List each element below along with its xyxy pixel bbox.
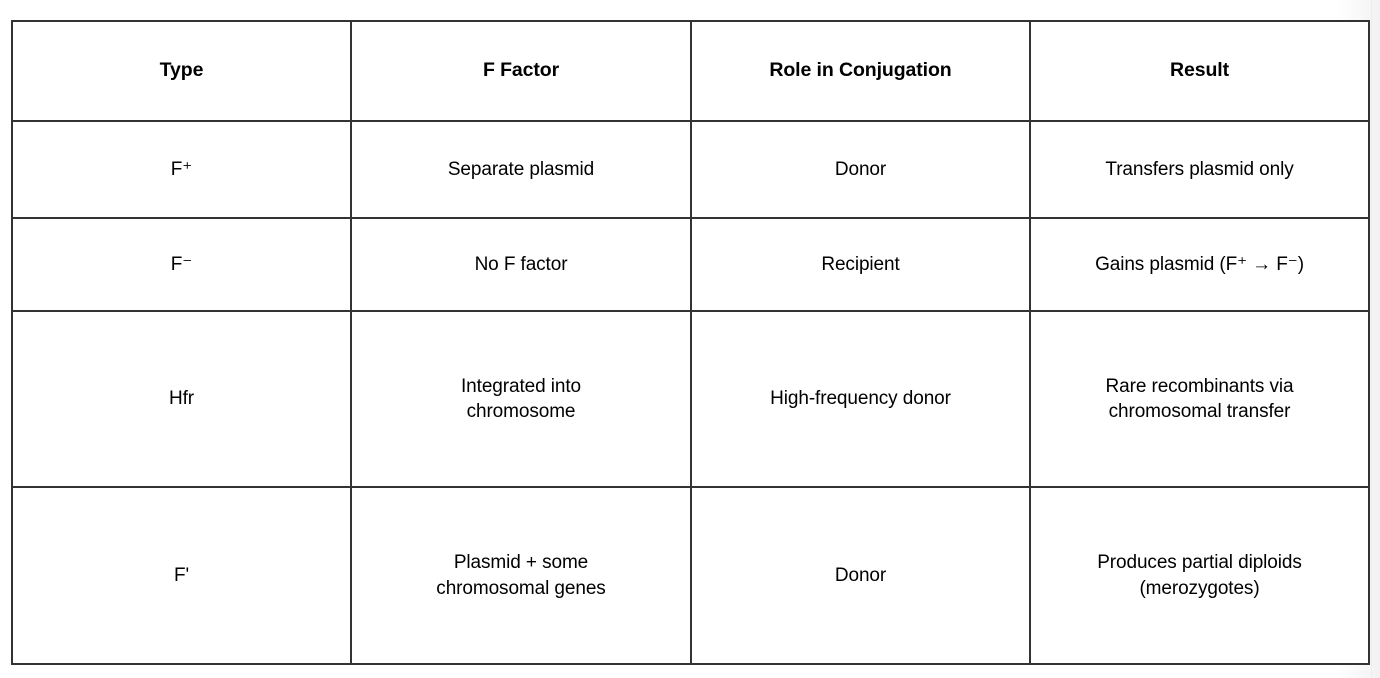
cell-f-factor: Plasmid + some chromosomal genes bbox=[350, 486, 692, 665]
cell-f-factor-value: Integrated into chromosome bbox=[461, 375, 581, 422]
cell-role: Donor bbox=[690, 486, 1031, 665]
cell-type: F⁺ bbox=[11, 120, 352, 219]
cell-f-factor-value: Separate plasmid bbox=[447, 158, 595, 180]
table-body: F⁺ Separate plasmid Donor Transfers plas… bbox=[11, 120, 1370, 665]
table-row: F⁻ No F factor Recipient Gains plasmid (… bbox=[11, 217, 1370, 312]
cell-f-factor: Separate plasmid bbox=[350, 120, 692, 219]
cell-result-value: Transfers plasmid only bbox=[1105, 158, 1294, 180]
cell-result-value: Produces partial diploids (merozygotes) bbox=[1097, 552, 1302, 599]
column-header-type-label: Type bbox=[159, 59, 204, 82]
table-row: Hfr Integrated into chromosome High-freq… bbox=[11, 310, 1370, 488]
cell-role-value: Donor bbox=[834, 158, 887, 180]
cell-result-value: Rare recombinants via chromosomal transf… bbox=[1105, 375, 1294, 422]
cell-role-value: Donor bbox=[834, 564, 887, 586]
cell-f-factor: No F factor bbox=[350, 217, 692, 312]
cell-type-value: F⁻ bbox=[170, 253, 193, 275]
table-header: Type F Factor Role in Conjugation Result bbox=[11, 20, 1370, 122]
cell-role-value: High-frequency donor bbox=[770, 388, 951, 410]
column-header-f-factor: F Factor bbox=[350, 20, 692, 122]
column-header-role-in-conjugation: Role in Conjugation bbox=[690, 20, 1031, 122]
page-edge-line bbox=[1371, 0, 1372, 678]
column-header-result-label: Result bbox=[1170, 59, 1229, 82]
cell-role-value: Recipient bbox=[821, 253, 900, 275]
column-header-type: Type bbox=[11, 20, 352, 122]
cell-f-factor-value: Plasmid + some chromosomal genes bbox=[436, 552, 606, 599]
cell-result-value: Gains plasmid (F⁺ → F⁻) bbox=[1095, 253, 1304, 275]
cell-type: F⁻ bbox=[11, 217, 352, 312]
cell-result: Produces partial diploids (merozygotes) bbox=[1029, 486, 1370, 665]
table-header-row: Type F Factor Role in Conjugation Result bbox=[11, 20, 1370, 122]
cell-result: Transfers plasmid only bbox=[1029, 120, 1370, 219]
cell-role: Donor bbox=[690, 120, 1031, 219]
column-header-role-in-conjugation-label: Role in Conjugation bbox=[769, 59, 952, 82]
cell-type: Hfr bbox=[11, 310, 352, 488]
column-header-result: Result bbox=[1029, 20, 1370, 122]
cell-result: Rare recombinants via chromosomal transf… bbox=[1029, 310, 1370, 488]
table-row: F⁺ Separate plasmid Donor Transfers plas… bbox=[11, 120, 1370, 219]
cell-type-value: Hfr bbox=[168, 388, 195, 410]
cell-type-value: F⁺ bbox=[170, 158, 193, 180]
table-row: F' Plasmid + some chromosomal genes Dono… bbox=[11, 486, 1370, 665]
cell-role: High-frequency donor bbox=[690, 310, 1031, 488]
cell-type-value: F' bbox=[173, 564, 190, 586]
column-header-f-factor-label: F Factor bbox=[482, 59, 560, 82]
table-container: Type F Factor Role in Conjugation Result… bbox=[11, 20, 1370, 665]
cell-f-factor-value: No F factor bbox=[474, 253, 568, 275]
f-factor-conjugation-table: Type F Factor Role in Conjugation Result… bbox=[11, 20, 1370, 665]
cell-f-factor: Integrated into chromosome bbox=[350, 310, 692, 488]
cell-type: F' bbox=[11, 486, 352, 665]
cell-result: Gains plasmid (F⁺ → F⁻) bbox=[1029, 217, 1370, 312]
cell-role: Recipient bbox=[690, 217, 1031, 312]
